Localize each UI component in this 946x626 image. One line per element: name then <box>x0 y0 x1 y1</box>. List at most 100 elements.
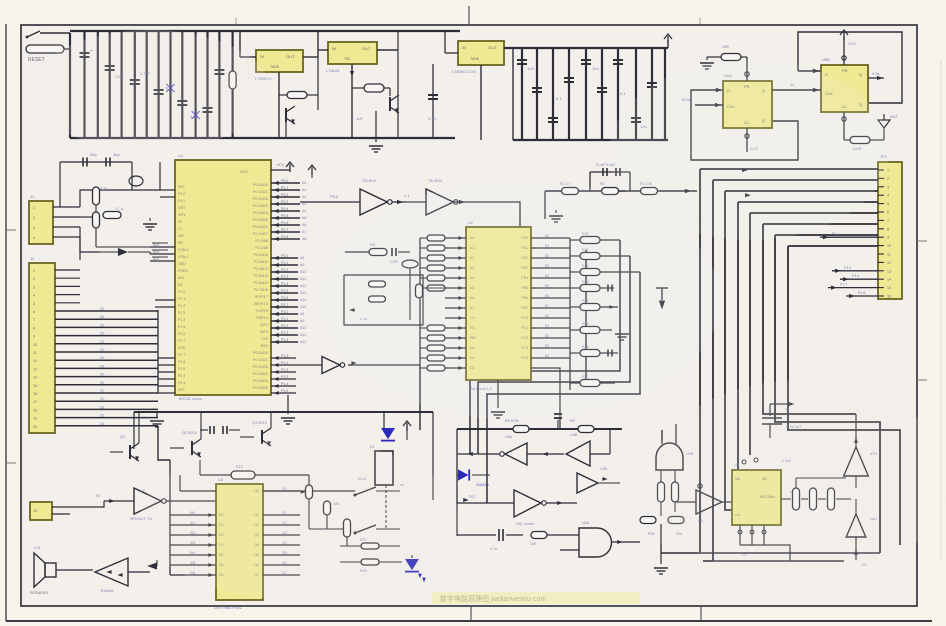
svg-text:D3: D3 <box>100 356 104 360</box>
svg-text:D0: D0 <box>100 397 104 401</box>
svg-text:R27: R27 <box>582 375 589 379</box>
svg-text:A7: A7 <box>302 230 306 234</box>
svg-text:C2B: C2B <box>390 260 398 264</box>
svg-text:3: 3 <box>33 285 35 289</box>
svg-text:ALE: ALE <box>178 276 185 280</box>
svg-text:89C51 xxxxx: 89C51 xxxxx <box>179 396 202 401</box>
svg-text:4: 4 <box>887 194 889 198</box>
svg-text:A4: A4 <box>302 209 306 213</box>
svg-text:14: 14 <box>33 376 37 380</box>
svg-text:P3.0: P3.0 <box>330 194 339 199</box>
svg-text:+: + <box>90 48 93 54</box>
svg-text:Q5: Q5 <box>254 553 259 557</box>
svg-text:104: 104 <box>592 66 599 71</box>
svg-text:P2.2: P2.2 <box>281 324 288 328</box>
svg-text:CLK: CLK <box>825 91 833 96</box>
svg-text:B7: B7 <box>545 304 549 308</box>
svg-text:P1.3: P1.3 <box>178 311 185 315</box>
svg-text:P0.7: P0.7 <box>281 228 288 232</box>
svg-text:7: 7 <box>887 219 889 223</box>
svg-text:P2.3: P2.3 <box>178 381 185 385</box>
svg-text:B4: B4 <box>545 354 549 358</box>
svg-text:R2: R2 <box>600 182 605 186</box>
svg-text:L7806CV-DG: L7806CV-DG <box>452 69 476 74</box>
svg-text:D2: D2 <box>470 366 475 370</box>
svg-text:EA: EA <box>178 283 183 287</box>
svg-text:A4: A4 <box>470 276 474 280</box>
svg-text:D0: D0 <box>100 332 104 336</box>
svg-text:RD: RD <box>178 241 184 245</box>
svg-text:J3: J3 <box>33 509 37 513</box>
svg-text:10K: 10K <box>722 44 729 49</box>
svg-text:TX2: TX2 <box>468 495 475 499</box>
svg-text:R21: R21 <box>582 248 589 252</box>
svg-text:U4B: U4B <box>686 452 694 456</box>
svg-text:PR: PR <box>744 84 750 89</box>
svg-text:A10: A10 <box>300 270 306 274</box>
svg-text:D7: D7 <box>100 389 104 393</box>
svg-text:LS1: LS1 <box>34 546 41 550</box>
svg-text:PB5: PB5 <box>521 286 528 290</box>
svg-text:2.2uF: 2.2uF <box>782 459 792 463</box>
svg-text:INT1: INT1 <box>178 213 186 217</box>
svg-text:D6: D6 <box>219 573 224 577</box>
svg-text:RST: RST <box>178 388 186 392</box>
svg-text:2: 2 <box>33 277 35 281</box>
svg-text:P1.5: P1.5 <box>178 325 185 329</box>
svg-text:A5: A5 <box>302 216 306 220</box>
svg-text:P2.6/A14: P2.6/A14 <box>254 281 268 285</box>
svg-text:T0/P3.4: T0/P3.4 <box>256 316 268 320</box>
svg-text:8: 8 <box>33 326 35 330</box>
svg-text:13: 13 <box>33 367 37 371</box>
svg-text:P2.4/A12: P2.4/A12 <box>254 267 268 271</box>
svg-text:TXD: TXD <box>261 337 268 341</box>
svg-text:8: 8 <box>887 227 889 231</box>
svg-text:P2.5: P2.5 <box>178 367 185 371</box>
svg-text:P2.5: P2.5 <box>281 289 288 293</box>
svg-text:RXD: RXD <box>261 344 269 348</box>
svg-text:A14: A14 <box>300 298 306 302</box>
svg-text:INT0: INT0 <box>178 206 186 210</box>
svg-text:9: 9 <box>887 236 889 240</box>
svg-text:1uH: 1uH <box>870 517 877 521</box>
svg-text:P1.2: P1.2 <box>281 368 288 372</box>
svg-text:O0: O0 <box>282 487 287 491</box>
svg-text:10u: 10u <box>640 124 647 129</box>
svg-text:R20: R20 <box>582 232 589 236</box>
svg-text:P0.7/AD7: P0.7/AD7 <box>253 232 268 236</box>
svg-text:OUT: OUT <box>488 45 497 50</box>
svg-text:U3D: U3D <box>600 467 608 471</box>
svg-text:0.1uF: 0.1uF <box>140 71 151 76</box>
svg-text:17: 17 <box>33 400 37 404</box>
svg-text:PC4: PC4 <box>521 356 528 360</box>
svg-text:P1.6: P1.6 <box>852 274 859 278</box>
svg-text:数字电路原理图 jiadianweixiu-com: 数字电路原理图 jiadianweixiu-com <box>440 594 546 603</box>
svg-text:P0.3: P0.3 <box>281 200 288 204</box>
svg-text:D3: D3 <box>100 422 104 426</box>
svg-text:P2.4: P2.4 <box>281 282 288 286</box>
svg-text:U7: U7 <box>140 489 145 493</box>
svg-text:0.1uF 0.1uF: 0.1uF 0.1uF <box>596 163 616 167</box>
svg-text:PC2: PC2 <box>521 336 528 340</box>
svg-text:R23: R23 <box>582 280 589 284</box>
svg-text:L78L05: L78L05 <box>326 68 340 73</box>
svg-text:PB3: PB3 <box>521 266 528 270</box>
svg-text:VSS: VSS <box>178 346 186 350</box>
svg-text:A11: A11 <box>300 277 306 281</box>
svg-text:XTAL2: XTAL2 <box>178 248 188 252</box>
svg-text:PC0: PC0 <box>521 316 528 320</box>
svg-text:A8 loooo I-3: A8 loooo I-3 <box>470 386 492 391</box>
svg-text:D1: D1 <box>470 356 475 360</box>
svg-text:0.1: 0.1 <box>556 96 562 101</box>
svg-text:TDA8xx: TDA8xx <box>100 589 114 593</box>
svg-text:B2: B2 <box>545 334 549 338</box>
svg-text:5: 5 <box>887 202 889 206</box>
svg-text:B4: B4 <box>545 274 549 278</box>
svg-text:P2.7: P2.7 <box>281 303 288 307</box>
svg-text:20: 20 <box>33 425 37 429</box>
svg-text:10K: 10K <box>333 502 340 506</box>
svg-text:1: 1 <box>33 269 35 273</box>
svg-text:B0: B0 <box>545 234 549 238</box>
svg-text:R17: R17 <box>360 538 367 542</box>
svg-text:A9: A9 <box>300 319 304 323</box>
